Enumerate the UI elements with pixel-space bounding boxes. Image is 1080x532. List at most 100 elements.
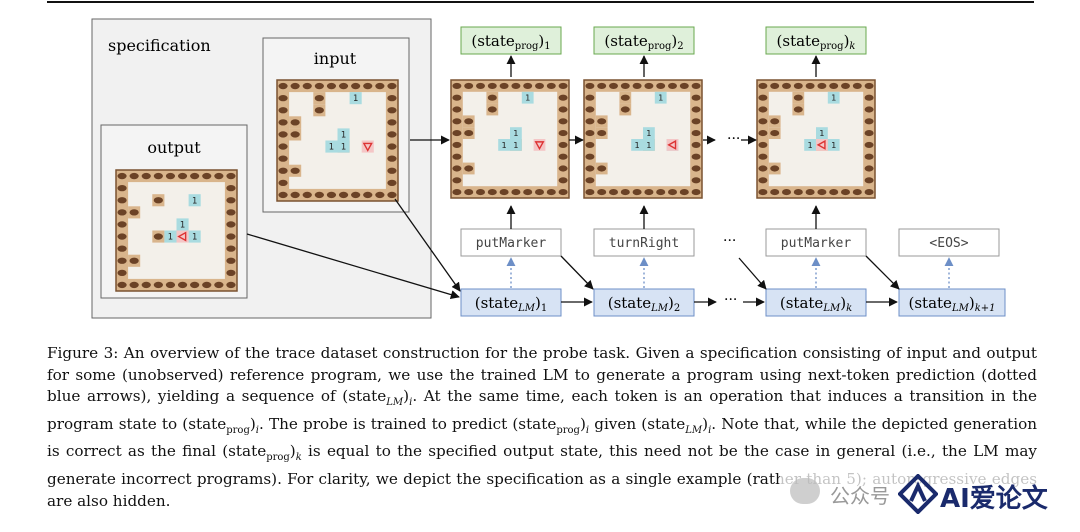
lm-state-box-1: (stateLM)1: [460, 288, 562, 317]
wall-block: [668, 82, 677, 89]
caption-part-3: . The probe is trained to predict (state: [259, 414, 557, 433]
wall-block: [153, 172, 163, 180]
wall-block: [770, 130, 780, 137]
marker-cell: [804, 139, 816, 151]
wall-block: [793, 94, 803, 101]
wall-block: [558, 189, 568, 196]
robot-cell: [533, 139, 546, 151]
wall-block: [691, 177, 701, 184]
caption-sub-prog-2: prog: [556, 424, 580, 436]
wall-block: [758, 118, 768, 125]
marker-count: 1: [168, 232, 173, 242]
wall-block: [314, 82, 324, 90]
prog-state-box-1: (stateprog)1: [460, 26, 562, 55]
wall-block: [452, 130, 462, 137]
prog-state-1-base: (state: [471, 32, 515, 50]
lm-state-box-k1: (stateLM)k+1: [898, 288, 1006, 317]
wall-block: [864, 118, 874, 125]
marker-cell: [643, 127, 655, 139]
wall-block: [691, 141, 701, 148]
wall-block: [117, 281, 127, 289]
watermark-account-label: 公众号: [830, 484, 890, 508]
lm-state-k-base: (state: [780, 294, 824, 312]
token-1-label: putMarker: [476, 236, 547, 251]
wall-block: [585, 189, 595, 196]
lm-state-k-sub: LM: [822, 303, 841, 314]
wall-block: [691, 82, 701, 89]
wall-block: [535, 189, 544, 196]
wall-block: [290, 167, 300, 174]
svg-text:(stateprog)1: (stateprog)1: [471, 32, 550, 52]
marker-cell: [349, 92, 362, 105]
wall-block: [609, 189, 618, 196]
wall-block: [153, 281, 163, 289]
wall-block: [597, 189, 607, 196]
wall-block: [644, 189, 654, 196]
wall-block: [190, 172, 200, 180]
marker-count: 1: [513, 128, 518, 138]
wall-block: [117, 233, 127, 240]
wall-block: [290, 119, 300, 126]
wall-block: [387, 155, 397, 162]
wall-block: [464, 82, 474, 89]
brand-logo-icon: [898, 474, 938, 514]
ellipsis-grids: ···: [727, 131, 740, 147]
marker-count: 1: [658, 93, 663, 103]
marker-cell: [631, 139, 643, 151]
wall-block: [758, 165, 768, 172]
wall-block: [278, 167, 288, 174]
lm-state-1-base: (state: [475, 294, 519, 312]
wall-block: [141, 172, 151, 180]
lm-state-k-idx: k: [846, 303, 852, 314]
lm-state-2-base: (state: [608, 294, 652, 312]
wall-block: [597, 82, 607, 89]
wall-block: [558, 82, 568, 89]
wall-block: [117, 269, 127, 276]
marker-cell: [325, 140, 338, 153]
wall-block: [679, 82, 689, 89]
lm-state-2-close: ): [668, 294, 674, 312]
marker-count: 1: [513, 140, 518, 150]
marker-count: 1: [646, 140, 651, 150]
wall-block: [770, 165, 780, 172]
wall-block: [202, 281, 212, 289]
wall-block: [387, 107, 397, 114]
wall-block: [338, 82, 349, 90]
wall-block: [452, 153, 462, 160]
robot-cell: [666, 139, 679, 151]
wall-block: [117, 257, 127, 264]
marker-cell: [188, 230, 201, 243]
wall-block: [817, 82, 827, 89]
wall-block: [499, 82, 509, 89]
wall-block: [363, 82, 373, 90]
caption-part-4b: ): [702, 414, 709, 433]
caption-sub-i-4: i: [708, 424, 712, 436]
token-eos-label: <EOS>: [929, 236, 968, 251]
wall-block: [452, 177, 462, 184]
wall-block: [226, 269, 236, 276]
caption-sub-lm-1: LM: [386, 397, 404, 409]
wall-block: [829, 82, 839, 89]
arrow-output-to-lm1: [246, 233, 460, 300]
wall-block: [129, 209, 139, 216]
wall-block: [452, 189, 462, 196]
wall-block: [770, 189, 780, 196]
marker-count: 1: [341, 142, 346, 152]
wall-block: [620, 106, 630, 113]
prog-state-1-idx: 1: [544, 41, 550, 52]
wall-block: [452, 118, 462, 125]
wall-block: [585, 141, 595, 148]
wall-block: [585, 106, 595, 113]
wall-block: [278, 179, 288, 186]
marker-count: 1: [192, 195, 197, 205]
caption-sub-i-1: i: [409, 397, 413, 409]
wall-block: [841, 189, 850, 196]
marker-cell: [498, 139, 510, 151]
wall-block: [302, 191, 312, 199]
prog-state-k-sub: prog: [820, 41, 844, 52]
wall-block: [758, 177, 768, 184]
arrow-tokenk-to-lmk1: [865, 255, 900, 290]
svg-text:(stateprog)2: (stateprog)2: [604, 32, 683, 52]
wall-block: [129, 172, 139, 180]
